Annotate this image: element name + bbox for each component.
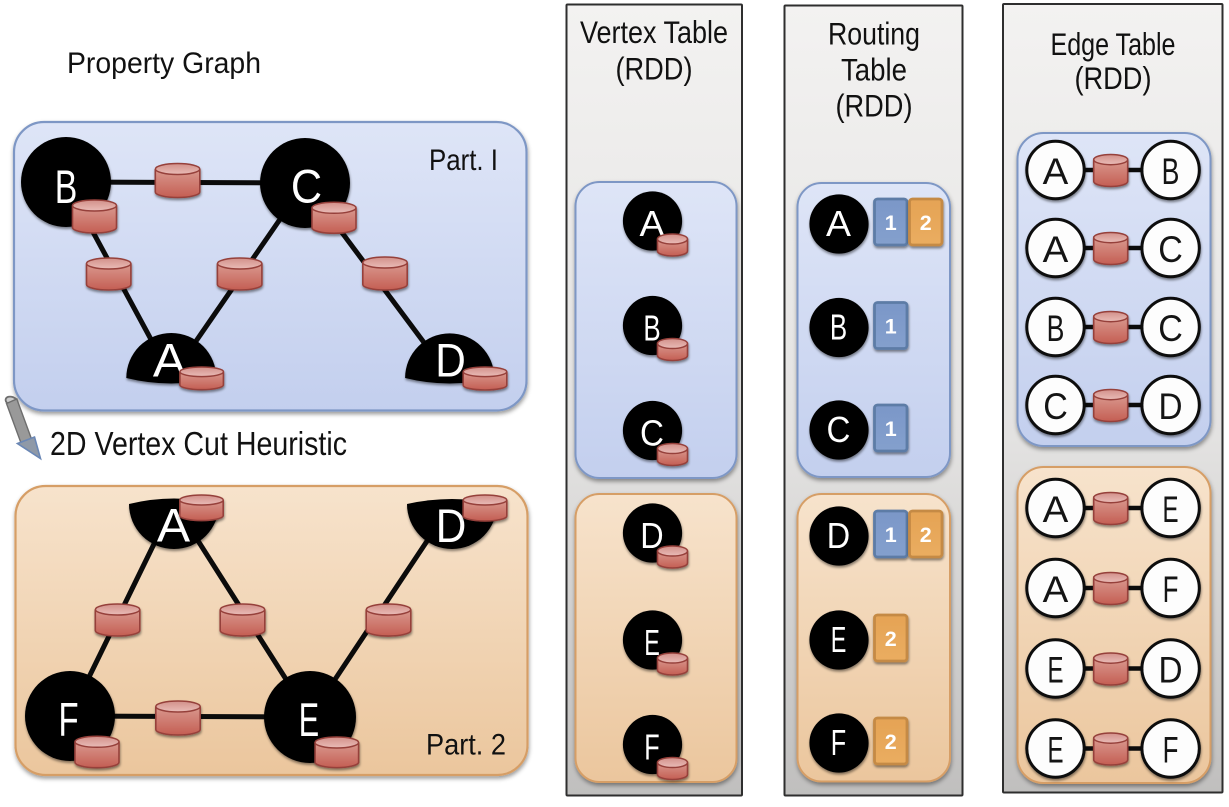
svg-text:C: C (1158, 308, 1183, 350)
svg-text:E: E (299, 694, 319, 746)
svg-text:(RDD): (RDD) (836, 88, 913, 124)
svg-text:E: E (1047, 729, 1063, 771)
svg-text:C: C (827, 411, 851, 451)
svg-text:1: 1 (885, 211, 897, 235)
svg-text:B: B (643, 308, 660, 348)
svg-text:2: 2 (920, 523, 932, 547)
svg-text:A: A (1043, 489, 1070, 530)
svg-text:1: 1 (885, 417, 897, 441)
svg-text:A: A (1043, 569, 1070, 610)
svg-text:Part. I: Part. I (429, 144, 498, 177)
svg-text:D: D (1158, 650, 1182, 691)
svg-text:2: 2 (885, 730, 897, 754)
svg-text:C: C (640, 414, 664, 454)
svg-text:B: B (830, 307, 847, 347)
svg-text:D: D (827, 516, 850, 556)
svg-text:F: F (644, 727, 659, 768)
svg-text:1: 1 (885, 523, 897, 547)
svg-text:2: 2 (885, 627, 897, 651)
svg-text:Routing: Routing (828, 16, 920, 52)
svg-text:Property Graph: Property Graph (67, 47, 261, 80)
svg-text:Edge Table: Edge Table (1051, 26, 1176, 62)
svg-text:Table: Table (841, 52, 907, 88)
svg-text:B: B (1162, 151, 1180, 192)
svg-text:E: E (1162, 489, 1178, 531)
svg-text:Part. 2: Part. 2 (426, 729, 506, 762)
svg-text:2: 2 (920, 211, 932, 235)
svg-text:A: A (1043, 229, 1070, 270)
svg-text:F: F (1163, 568, 1179, 610)
svg-text:(RDD): (RDD) (616, 51, 693, 87)
svg-text:F: F (831, 723, 846, 764)
svg-text:1: 1 (885, 315, 897, 339)
svg-text:(RDD): (RDD) (1075, 60, 1152, 96)
svg-text:C: C (1158, 229, 1183, 271)
svg-text:A: A (826, 204, 851, 244)
svg-text:D: D (436, 501, 467, 553)
svg-text:A: A (1043, 151, 1070, 192)
svg-text:D: D (640, 516, 663, 556)
svg-text:Vertex Table: Vertex Table (580, 14, 728, 50)
svg-text:D: D (1158, 386, 1182, 427)
svg-text:F: F (1163, 729, 1179, 771)
svg-text:E: E (831, 621, 847, 660)
svg-text:F: F (58, 693, 78, 746)
svg-text:B: B (1047, 308, 1065, 349)
svg-text:E: E (1047, 649, 1063, 691)
svg-text:C: C (1043, 386, 1068, 428)
svg-text:2D Vertex Cut Heuristic: 2D Vertex Cut Heuristic (50, 425, 347, 462)
svg-text:D: D (435, 336, 466, 388)
svg-text:B: B (55, 161, 78, 214)
svg-text:E: E (644, 624, 660, 663)
